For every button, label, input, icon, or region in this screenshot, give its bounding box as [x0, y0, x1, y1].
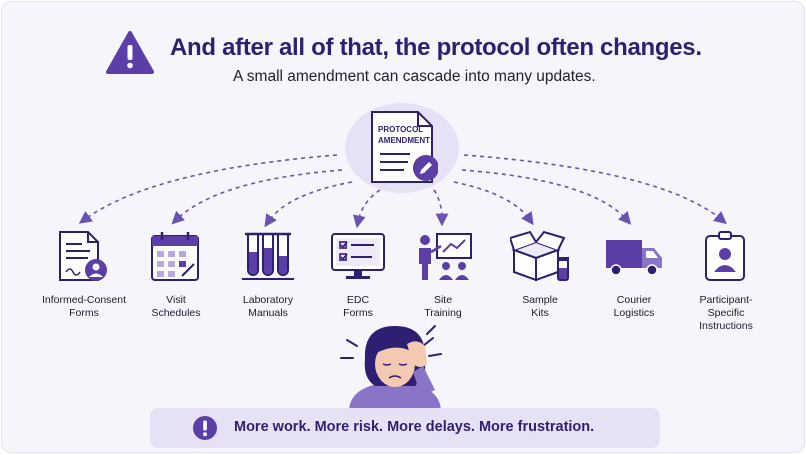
item-label-consent: Informed-Consent Forms: [41, 294, 127, 319]
arrow-to-consent: [78, 154, 338, 224]
page-title: And after all of that, the protocol ofte…: [170, 34, 702, 61]
item-label-training: Site Training: [424, 294, 462, 319]
document-edit-icon: [371, 111, 438, 183]
item-label-courier: Courier Logistics: [613, 294, 655, 319]
exclamation-circle-icon: [193, 416, 217, 440]
calendar-icon: [151, 232, 199, 281]
arrow-to-kits: [453, 181, 534, 226]
summary-banner-text: More work. More risk. More delays. More …: [234, 419, 595, 435]
box-vial-icon: [510, 230, 569, 282]
summary-banner: [150, 408, 660, 448]
page-subtitle: A small amendment can cascade into many …: [233, 68, 596, 85]
arrow-to-schedules: [171, 169, 343, 225]
id-badge-icon: [705, 231, 745, 281]
arrow-to-training: [433, 189, 449, 227]
item-label-participant: Participant- Specific Instructions: [699, 294, 753, 332]
arrow-to-lab: [264, 181, 353, 228]
training-presentation-icon: [419, 233, 472, 280]
truck-icon: [606, 240, 662, 276]
item-label-edc: EDC Forms: [343, 294, 373, 319]
amendment-label: PROTOCOL AMENDMENT: [378, 125, 430, 145]
item-label-kits: Sample Kits: [522, 294, 558, 319]
stressed-person-illustration: [340, 325, 442, 412]
consent-form-icon: [59, 231, 107, 281]
arrow-to-courier: [461, 169, 632, 225]
item-label-lab: Laboratory Manuals: [242, 294, 294, 319]
item-label-schedules: Visit Schedules: [151, 294, 201, 319]
test-tubes-icon: [242, 232, 294, 280]
arrow-to-edc: [352, 189, 381, 229]
arrow-to-participant: [463, 154, 727, 225]
monitor-checklist-icon: [331, 233, 385, 279]
warning-triangle-icon: [106, 31, 154, 74]
